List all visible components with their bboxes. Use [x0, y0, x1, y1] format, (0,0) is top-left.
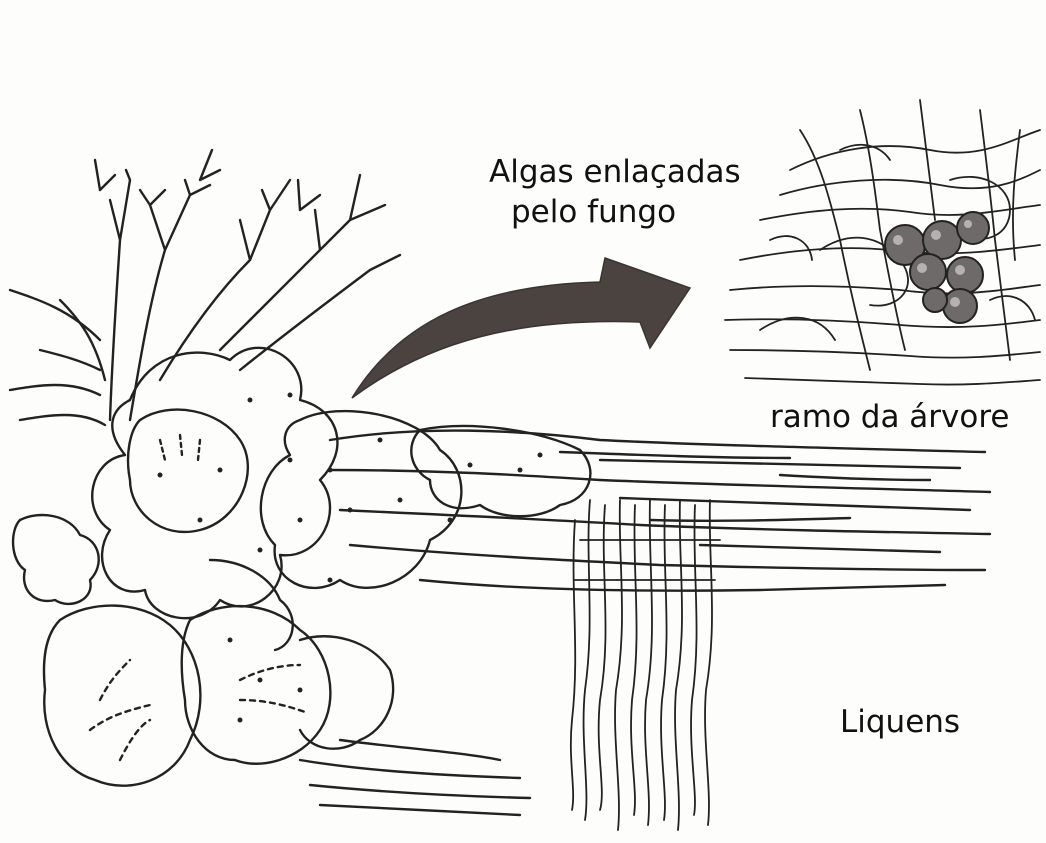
fungal-hyphae [725, 100, 1040, 385]
callout-line-1: Algas enlaçadas [489, 152, 741, 192]
lichen-dots [158, 393, 543, 723]
callout-line-2: pelo fungo [489, 192, 741, 232]
fruticose-lichen [10, 150, 400, 425]
algae-callout: Algas enlaçadas pelo fungo [489, 152, 741, 232]
curved-arrow-icon [352, 258, 690, 398]
branch-label: ramo da árvore [770, 397, 1009, 437]
lichens-label: Liquens [840, 702, 960, 742]
hanging-lichen [571, 500, 720, 830]
algae-cluster-icon [885, 212, 989, 323]
tree-branch [300, 431, 990, 815]
foliose-lichen [13, 348, 590, 786]
